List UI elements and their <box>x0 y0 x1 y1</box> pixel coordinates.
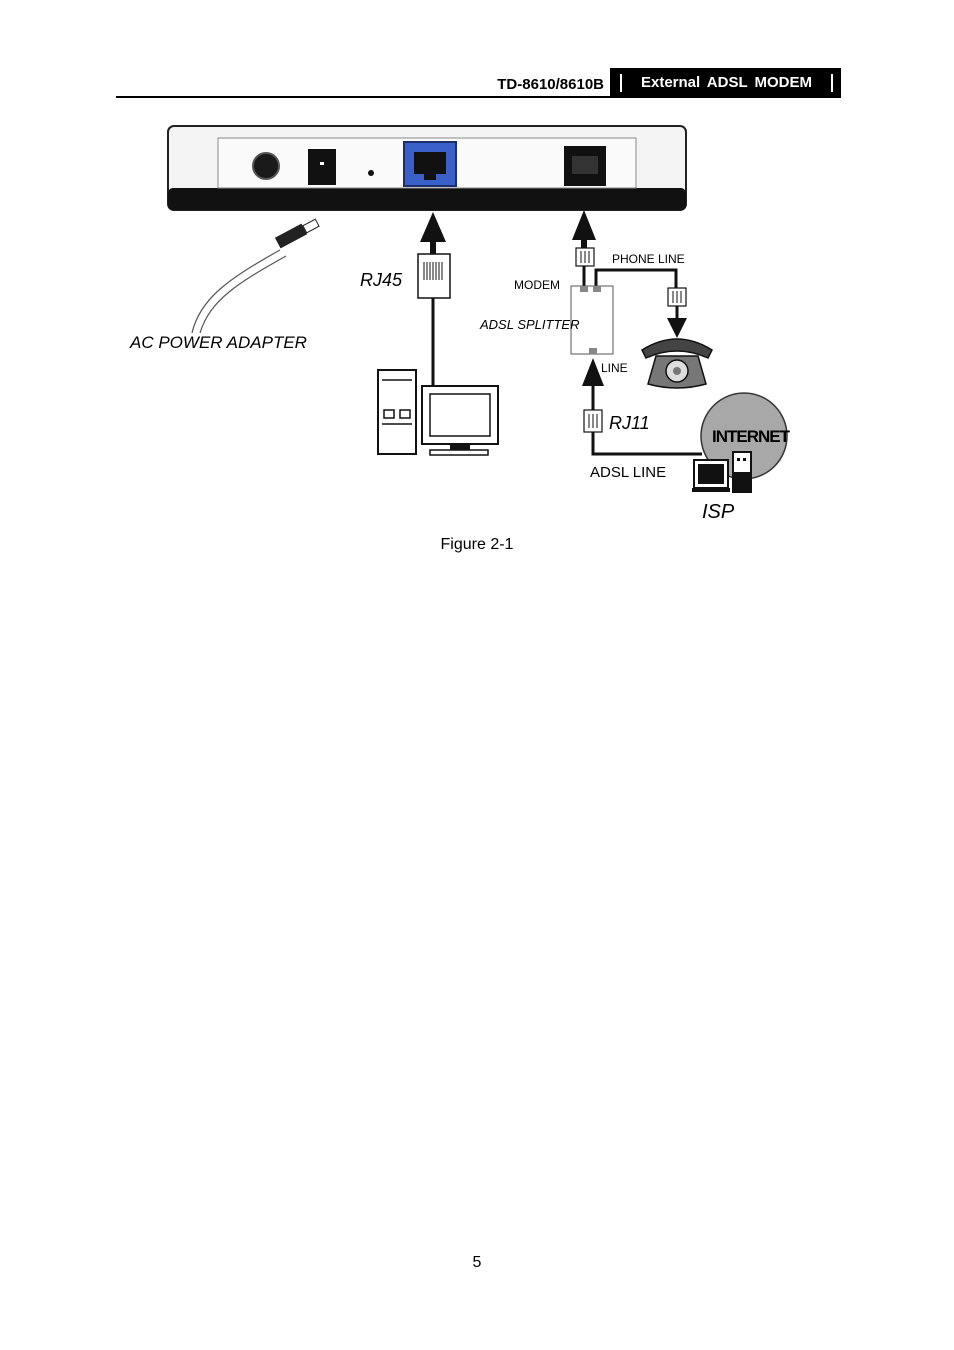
phone-line-label: PHONE LINE <box>612 252 685 266</box>
isp-label: ISP <box>702 501 735 523</box>
adsl-line-cable <box>582 358 702 456</box>
adsl-line-label: ADSL LINE <box>590 464 666 481</box>
line-label: LINE <box>601 361 628 375</box>
connection-diagram: AC POWER ADAPTER RJ45 <box>129 125 792 523</box>
rj11-label: RJ11 <box>609 413 650 433</box>
page-number: 5 <box>472 1254 482 1271</box>
ac-power-adapter-label: AC POWER ADAPTER <box>129 333 307 352</box>
isp-icon <box>692 392 788 493</box>
power-jack-icon <box>308 149 336 185</box>
modem-rear-panel <box>167 125 687 211</box>
reset-hole-icon <box>368 170 374 176</box>
rj45-label: RJ45 <box>360 270 403 290</box>
modem-label: MODEM <box>514 278 560 292</box>
phone-line-cable <box>572 210 687 338</box>
ac-power-adapter-icon <box>191 218 320 334</box>
adsl-splitter-label: ADSL SPLITTER <box>479 317 579 332</box>
header-product-tag: External ADSL MODEM <box>610 68 841 98</box>
adsl-splitter-icon <box>570 285 614 355</box>
computer-icon <box>377 369 499 456</box>
header-model-name: TD-8610/8610B <box>497 76 604 93</box>
telephone-icon <box>641 338 713 389</box>
power-button-icon <box>252 152 280 180</box>
header-rule <box>116 96 841 98</box>
figure-caption: Figure 2-1 <box>440 536 514 553</box>
internet-label: INTERNET <box>712 427 791 446</box>
rj45-cable <box>417 212 451 388</box>
header-product-label: External ADSL MODEM <box>620 74 833 92</box>
